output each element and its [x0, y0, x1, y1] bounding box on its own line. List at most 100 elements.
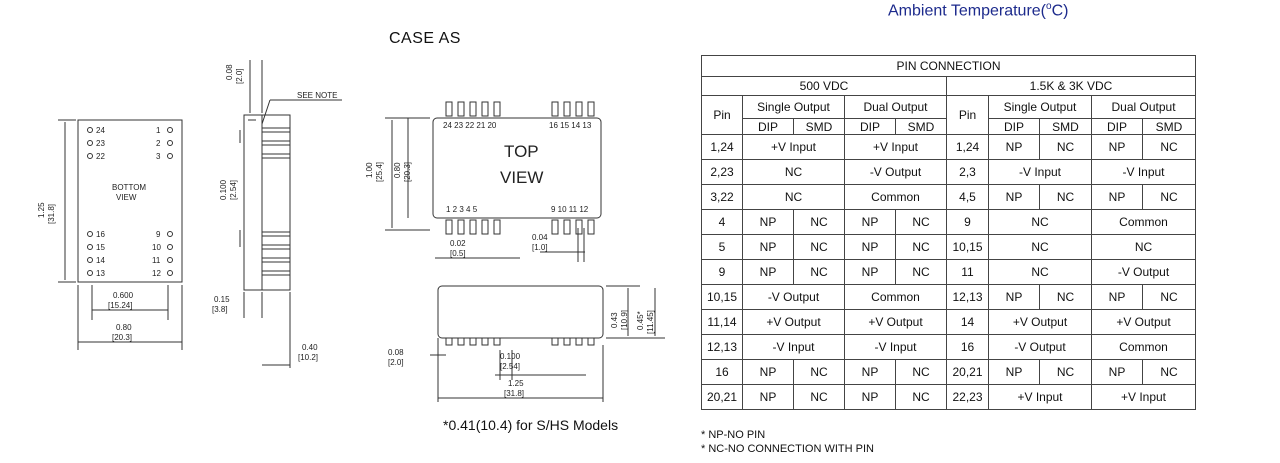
pin-header: Pin [946, 95, 989, 135]
smd-header: SMD [1141, 118, 1197, 135]
dip-header: DIP [742, 118, 794, 135]
table-cell: NC [793, 384, 845, 410]
dim-label: 1.25 [508, 379, 524, 388]
table-cell: 16 [946, 334, 989, 360]
pin-label: 14 [96, 256, 105, 265]
table-cell: NC [895, 259, 947, 285]
table-cell: NC [1039, 359, 1092, 385]
pin-label: 1 [156, 126, 161, 135]
table-cell: +V Output [1090, 309, 1197, 335]
table-cell: -V Output [742, 284, 845, 310]
table-cell: NP [988, 284, 1040, 310]
table-cell: NC [988, 259, 1092, 285]
top-pin-labels: 24 23 22 21 20 [443, 121, 497, 130]
table-cell: +V Input [742, 134, 845, 160]
table-cell: 22,23 [946, 384, 989, 410]
table-cell: NP [844, 234, 896, 260]
table-cell: 16 [701, 359, 743, 385]
table-cell: NP [1091, 359, 1143, 385]
dual-output-header: Dual Output [1090, 95, 1197, 119]
dim-label: 0.100 [219, 179, 228, 200]
dim-label: [0.5] [450, 249, 466, 258]
table-cell: NC [1039, 284, 1092, 310]
table-cell: Common [1090, 334, 1197, 360]
pin-header: Pin [701, 95, 743, 135]
table-cell: NC [895, 359, 947, 385]
table-cell: NP [742, 359, 794, 385]
table-cell: NC [1039, 184, 1092, 210]
table-cell: NP [1091, 134, 1143, 160]
table-cell: NP [988, 359, 1040, 385]
table-cell: +V Input [1090, 384, 1197, 410]
dim-label: 0.100 [500, 352, 521, 361]
table-cell: 20,21 [701, 384, 743, 410]
table-cell: 2,3 [946, 159, 989, 185]
dim-label: [11.45] [646, 310, 655, 334]
table-cell: -V Output [844, 159, 947, 185]
dim-label: 0.43 [610, 312, 619, 328]
bottom-view-label: BOTTOM [112, 183, 146, 192]
pin-label: 12 [152, 269, 161, 278]
pin-label: 16 [96, 230, 105, 239]
dip-header: DIP [1091, 118, 1143, 135]
dim-label: [20.3] [403, 162, 412, 182]
table-cell: NP [988, 134, 1040, 160]
dim-label: [10.2] [298, 353, 318, 362]
table-cell: NP [844, 209, 896, 235]
table-cell: NP [742, 234, 794, 260]
table-cell: NC [1141, 184, 1197, 210]
table-cell: NP [1091, 184, 1143, 210]
pin-label: 3 [156, 152, 161, 161]
top-view-label: VIEW [500, 168, 543, 187]
dim-label: 0.15 [214, 295, 230, 304]
table-cell: NC [742, 184, 845, 210]
dim-label: [15.24] [108, 301, 132, 310]
note-nc: * NC-NO CONNECTION WITH PIN [701, 443, 874, 455]
table-cell: -V Input [844, 334, 947, 360]
table-cell: +V Output [844, 309, 947, 335]
table-cell: NC [793, 209, 845, 235]
pin-label: 23 [96, 139, 105, 148]
table-cell: 12,13 [701, 334, 743, 360]
pin-label: 11 [152, 256, 161, 265]
dim-label: 1.00 [365, 162, 374, 178]
table-cell: NP [742, 259, 794, 285]
dip-header: DIP [844, 118, 896, 135]
dual-output-header: Dual Output [844, 95, 947, 119]
table-cell: NP [742, 209, 794, 235]
table-cell: 12,13 [946, 284, 989, 310]
table-cell: Common [1090, 209, 1197, 235]
smd-header: SMD [1039, 118, 1092, 135]
table-cell: NP [742, 384, 794, 410]
case-title: CASE AS [389, 30, 461, 47]
dim-label: 0.80 [393, 162, 402, 178]
table-cell: 3,22 [701, 184, 743, 210]
table-cell: NC [1141, 359, 1197, 385]
dim-label: [1.0] [532, 243, 548, 252]
table-cell: NP [844, 384, 896, 410]
dim-label: [31.8] [47, 204, 56, 224]
table-cell: NC [742, 159, 845, 185]
table-cell: -V Output [988, 334, 1092, 360]
case-outline-drawing: 24 23 22 1 2 3 16 15 14 13 9 10 11 12 BO… [37, 60, 665, 402]
pin-label: 2 [156, 139, 161, 148]
table-cell: NC [988, 234, 1092, 260]
table-cell: 10,15 [701, 284, 743, 310]
table-cell: 2,23 [701, 159, 743, 185]
table-cell: 9 [701, 259, 743, 285]
dim-label: [25.4] [375, 162, 384, 182]
dim-label: [3.8] [212, 305, 228, 314]
top-pin-labels: 16 15 14 13 [549, 121, 592, 130]
table-cell: NC [793, 234, 845, 260]
table-cell: +V Output [988, 309, 1092, 335]
table-cell: +V Output [742, 309, 845, 335]
dip-header: DIP [988, 118, 1040, 135]
dim-label: [10.9] [620, 310, 629, 330]
group-500vdc: 500 VDC [701, 76, 947, 96]
